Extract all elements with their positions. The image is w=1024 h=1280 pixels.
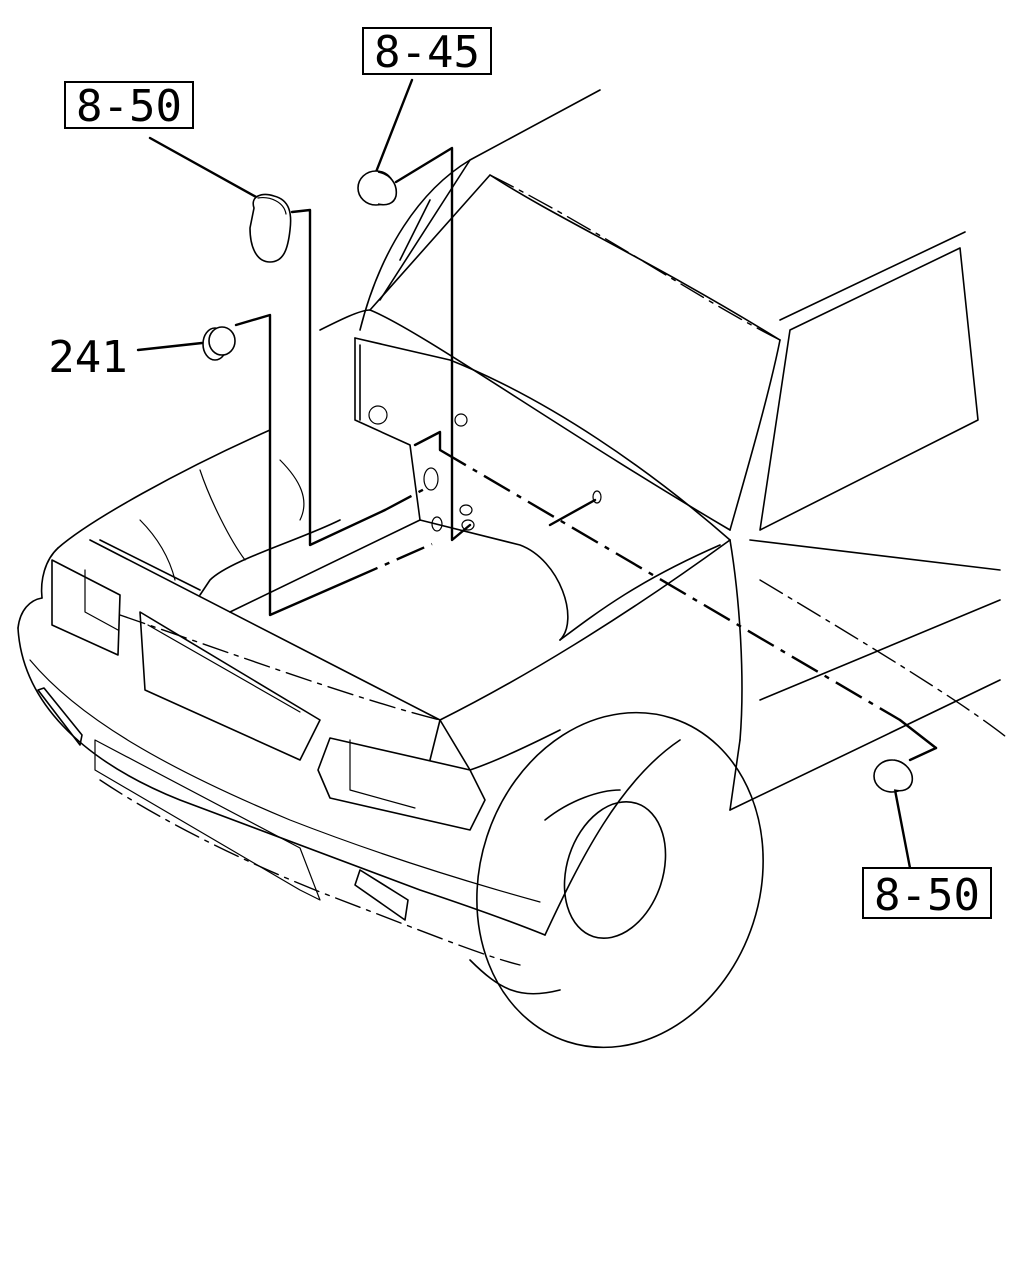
callout-label-241: 241 [48,332,127,383]
vehicle-outline [17,89,1011,1049]
callout-8-45[interactable]: 8-45 [362,27,492,78]
callout-8-50-top[interactable]: 8-50 [64,81,194,132]
mounting-holes [423,467,602,532]
callout-label-8-45: 8-45 [374,27,480,78]
leader-lines [136,78,938,870]
plug-8-45 [357,170,398,206]
plug-241 [202,326,236,361]
plug-8-50-bottom [873,759,914,793]
callout-8-50-bottom[interactable]: 8-50 [862,867,992,921]
callout-label-8-50-top: 8-50 [76,81,182,132]
plug-8-50-top [249,193,292,263]
callout-241[interactable]: 241 [48,332,127,383]
callout-label-8-50-bottom: 8-50 [874,870,980,921]
